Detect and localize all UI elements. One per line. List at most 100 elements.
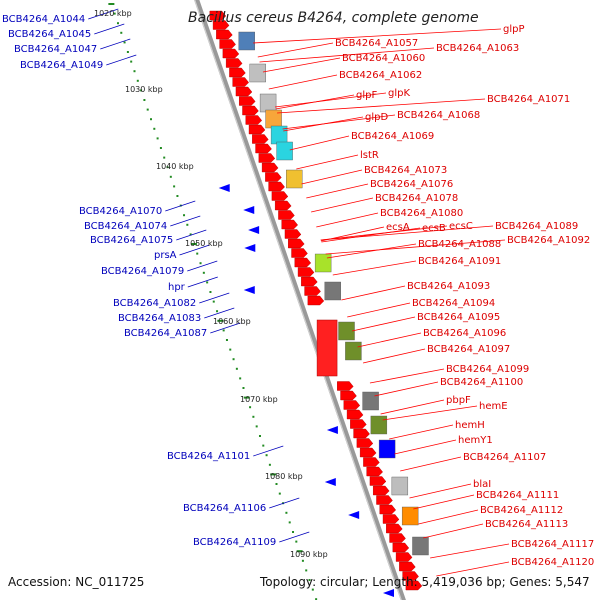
gene-label[interactable]: BCB4264_A1087 <box>124 328 207 339</box>
gene-box <box>338 321 355 341</box>
scale-dot <box>278 492 281 495</box>
footer: Accession: NC_011725 Topology: circular;… <box>8 575 590 589</box>
gene-label[interactable]: BCB4264_A1080 <box>380 208 463 219</box>
gene-label[interactable]: BCB4264_A1047 <box>14 44 97 55</box>
gene-label[interactable]: BCB4264_A1082 <box>113 298 196 309</box>
scale-dot <box>249 406 252 409</box>
gene-label[interactable]: BCB4264_A1078 <box>375 193 458 204</box>
gene-label[interactable]: glpP <box>503 24 525 35</box>
gene-label[interactable]: hemE <box>479 401 508 412</box>
gene-label[interactable]: BCB4264_A1057 <box>335 38 418 49</box>
reverse-gene-arrow <box>248 226 260 234</box>
leader-line <box>259 47 435 63</box>
leader-line <box>436 561 510 577</box>
scale-dot <box>140 89 143 92</box>
forward-gene-block <box>316 319 338 377</box>
gene-label[interactable]: pbpF <box>446 395 471 406</box>
gene-label[interactable]: BCB4264_A1068 <box>397 110 480 121</box>
gene-label[interactable]: glpF <box>356 90 377 101</box>
gene-label[interactable]: BCB4264_A1096 <box>423 328 506 339</box>
gene-label[interactable]: BCB4264_A1112 <box>480 505 563 516</box>
gene-label[interactable]: BCB4264_A1076 <box>370 179 453 190</box>
gene-label[interactable]: BCB4264_A1117 <box>511 539 594 550</box>
gene-label[interactable]: BCB4264_A1106 <box>183 503 266 514</box>
gene-label[interactable]: BCB4264_A1120 <box>511 557 594 568</box>
gene-label[interactable]: BCB4264_A1113 <box>485 519 568 530</box>
scale-dot <box>285 511 288 514</box>
leader-line <box>106 54 137 66</box>
gene-label[interactable]: BCB4264_A1111 <box>476 490 559 501</box>
scale-dot <box>173 185 176 188</box>
gene-label[interactable]: blaI <box>473 479 491 490</box>
scale-dot <box>270 473 277 476</box>
forward-gene-arrow <box>301 276 318 287</box>
gene-label[interactable]: BCB4264_A1071 <box>487 94 570 105</box>
gene-label[interactable]: BCB4264_A1089 <box>495 221 578 232</box>
gene-label[interactable]: BCB4264_A1095 <box>417 312 500 323</box>
scale-dot <box>153 127 156 130</box>
gene-label[interactable]: BCB4264_A1062 <box>339 70 422 81</box>
gene-label[interactable]: BCB4264_A1063 <box>436 43 519 54</box>
scale-dot <box>296 550 303 553</box>
gene-label[interactable]: BCB4264_A1060 <box>342 53 425 64</box>
gene-label[interactable]: BCB4264_A1075 <box>90 235 173 246</box>
gene-label[interactable]: BCB4264_A1045 <box>8 29 91 40</box>
scale-dot <box>126 51 129 53</box>
gene-label[interactable]: prsA <box>154 250 177 261</box>
scale-dot <box>190 243 197 245</box>
gene-label[interactable]: BCB4264_A1101 <box>167 451 250 462</box>
leader-line <box>430 543 510 559</box>
gene-label[interactable]: BCB4264_A1092 <box>507 235 590 246</box>
gene-label[interactable]: BCB4264_A1093 <box>407 281 490 292</box>
leader-line <box>199 292 230 304</box>
gene-label[interactable]: BCB4264_A1097 <box>427 344 510 355</box>
gene-label[interactable]: BCB4264_A1094 <box>412 298 495 309</box>
scale-dot <box>212 300 215 303</box>
gene-label[interactable]: BCB4264_A1107 <box>463 452 546 463</box>
leader-line <box>253 445 284 457</box>
gene-label[interactable]: BCB4264_A1069 <box>351 131 434 142</box>
gene-label[interactable]: ecsC <box>449 221 473 232</box>
gene-label[interactable]: BCB4264_A1070 <box>79 206 162 217</box>
gene-label[interactable]: BCB4264_A1049 <box>20 60 103 71</box>
forward-gene-arrow <box>288 238 305 249</box>
leader-line <box>187 260 218 272</box>
gene-label[interactable]: ecsA <box>386 222 410 233</box>
forward-gene-arrow <box>222 48 240 59</box>
kbp-tick-labels: 1020 kbp 1030 kbp 1040 kbp 1050 kbp 1060… <box>94 9 328 559</box>
leader-line <box>357 332 422 348</box>
reverse-gene-arrow <box>218 184 230 192</box>
gene-label[interactable]: ecsB <box>422 223 446 234</box>
gene-label[interactable]: glpD <box>365 112 388 123</box>
gene-label[interactable]: BCB4264_A1044 <box>2 14 85 25</box>
gene-box <box>401 506 419 526</box>
leader-line <box>279 531 310 543</box>
gene-label[interactable]: BCB4264_A1091 <box>418 256 501 267</box>
gene-label[interactable]: BCB4264_A1088 <box>418 239 501 250</box>
leader-line <box>100 38 131 50</box>
forward-gene-arrow <box>353 428 370 439</box>
forward-gene-arrow <box>265 172 282 182</box>
scale-dot <box>217 319 224 322</box>
gene-label[interactable]: hpr <box>168 282 186 293</box>
gene-label[interactable]: BCB4264_A1074 <box>84 221 167 232</box>
gene-label[interactable]: glpK <box>388 88 410 99</box>
gene-label[interactable]: BCB4264_A1100 <box>440 377 523 388</box>
scale-dot <box>255 425 258 428</box>
gene-label[interactable]: BCB4264_A1109 <box>193 537 276 548</box>
forward-gene-arrow <box>350 419 367 429</box>
gene-label[interactable]: hemY1 <box>458 435 493 446</box>
reverse-gene-arrow <box>243 206 255 214</box>
gene-label[interactable]: BCB4264_A1079 <box>101 266 184 277</box>
gene-label[interactable]: BCB4264_A1073 <box>364 165 447 176</box>
gene-label[interactable]: lstR <box>360 150 379 161</box>
gene-label[interactable]: BCB4264_A1099 <box>446 364 529 375</box>
kbp-tick-label: 1040 kbp <box>156 162 194 171</box>
forward-gene-arrow <box>291 248 308 258</box>
gene-box <box>378 439 396 459</box>
kbp-tick-label: 1020 kbp <box>94 9 132 18</box>
gene-label[interactable]: hemH <box>455 420 485 431</box>
leader-line <box>176 229 207 241</box>
gene-label[interactable]: BCB4264_A1083 <box>118 313 201 324</box>
leader-line <box>306 183 369 199</box>
